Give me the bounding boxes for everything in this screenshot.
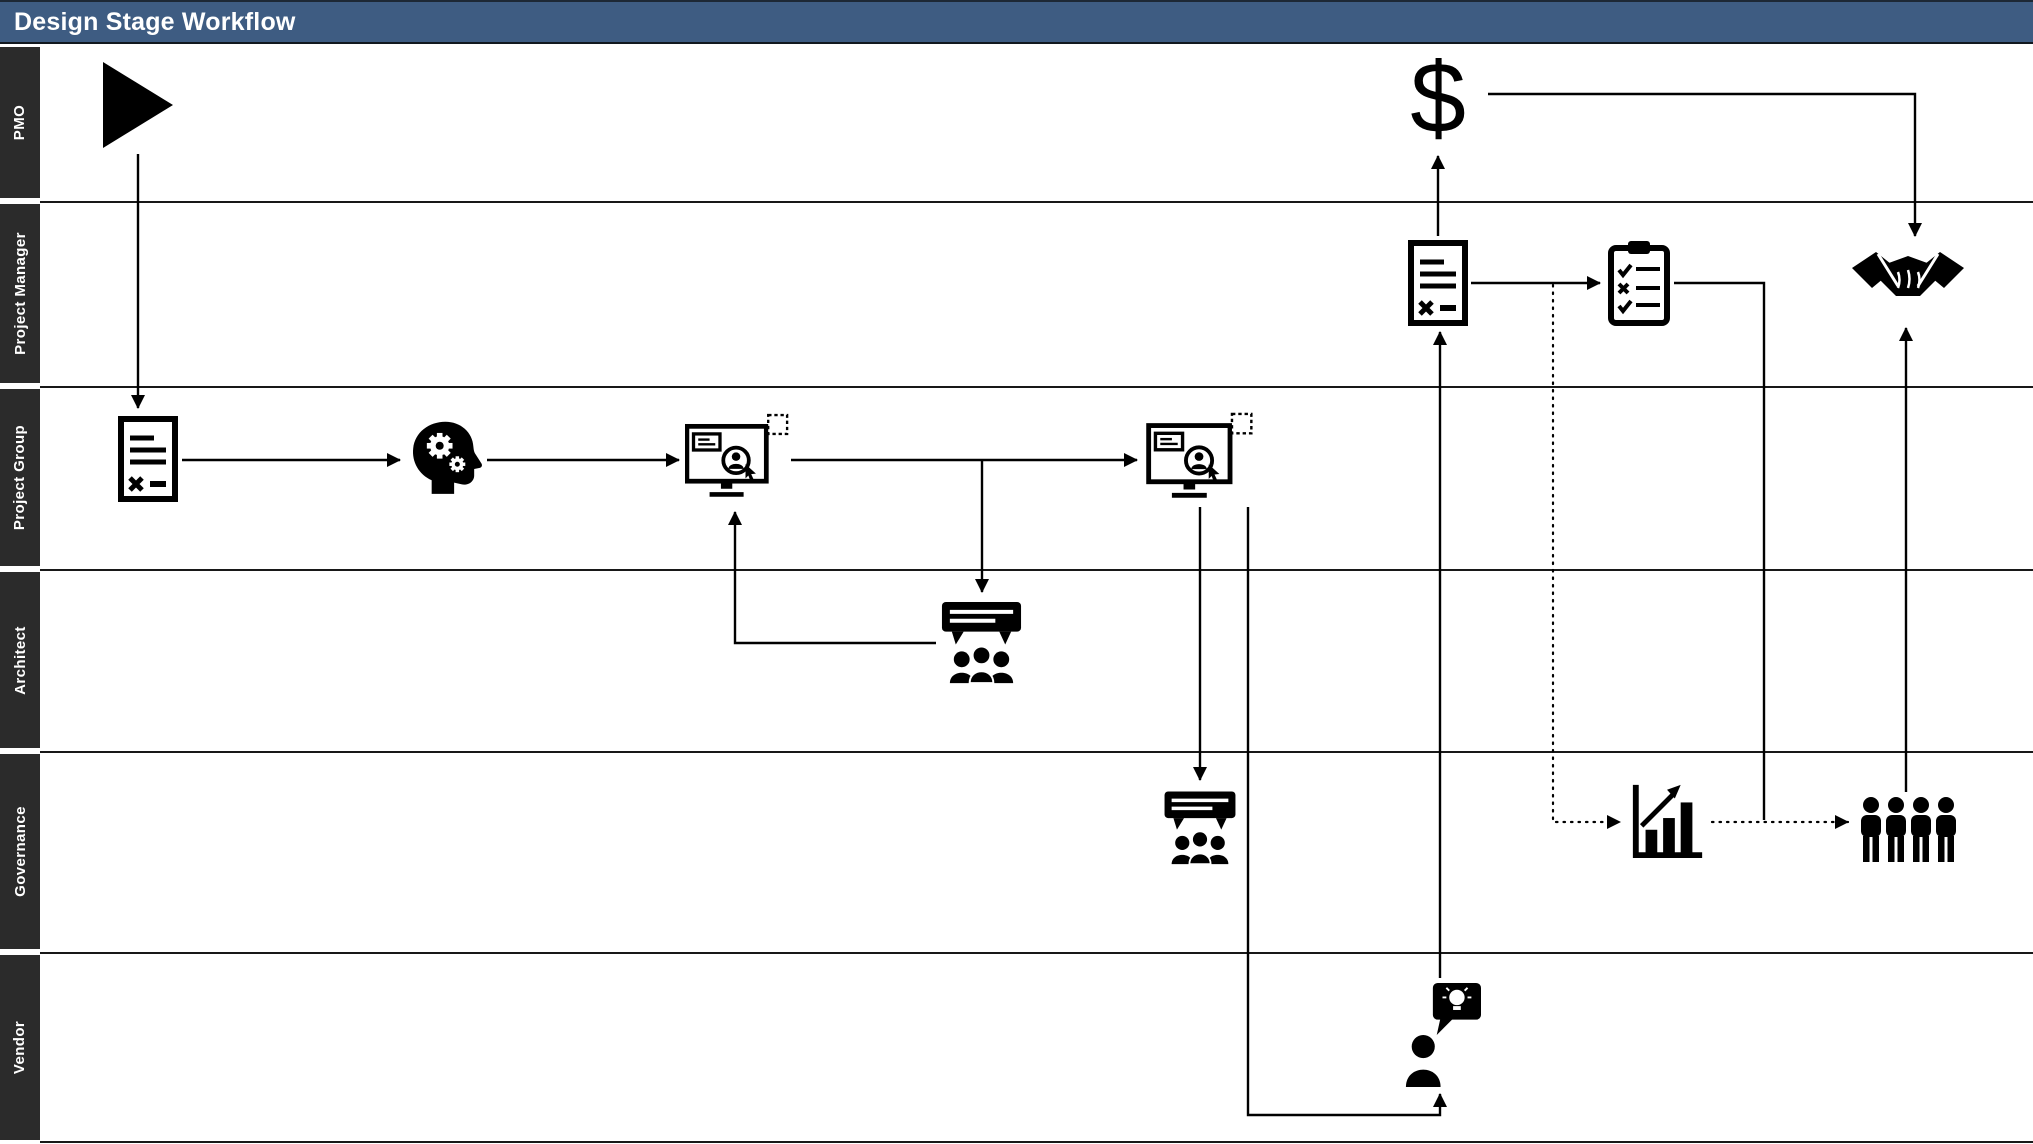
lane-divider [40,569,2033,571]
lane-label-vendor-text: Vendor [11,1020,29,1075]
title-bar: Design Stage Workflow [0,2,2033,44]
lane-label-pmo: PMO [0,47,40,198]
design-revision-computer-icon [1145,412,1255,505]
lane-divider [40,201,2033,203]
lane-label-project-manager: Project Manager [0,204,40,383]
lane-label-governance: Governance [0,754,40,949]
stakeholder-group-icon [1858,796,1958,868]
lane-label-architect: Architect [0,572,40,748]
governance-review-meeting-icon [1161,787,1239,874]
brainstorm-icon [406,409,483,505]
checklist-clipboard-icon [1608,240,1670,326]
page-title: Design Stage Workflow [14,7,296,36]
lane-label-governance-text: Governance [11,806,29,897]
architect-review-meeting-icon [938,599,1025,692]
lane-label-pmo-text: PMO [11,104,29,141]
lane-label-project-manager-text: Project Manager [11,232,29,355]
lane-label-vendor: Vendor [0,955,40,1140]
lane-label-project-group-text: Project Group [11,424,29,531]
design-document-icon [118,416,178,502]
lane-label-project-group: Project Group [0,389,40,566]
approval-document-icon [1407,240,1469,326]
analytics-chart-icon [1628,778,1708,862]
agreement-handshake-icon [1852,242,1964,320]
lane-label-architect-text: Architect [11,625,29,695]
lane-divider [40,386,2033,388]
vendor-consultation-icon [1404,982,1481,1088]
lane-divider [40,751,2033,753]
lane-divider [40,1141,2033,1143]
design-tool-computer-icon [685,412,789,505]
funding-dollar-icon: $ [1410,42,1466,154]
lane-divider [40,952,2033,954]
start-icon [100,59,176,151]
